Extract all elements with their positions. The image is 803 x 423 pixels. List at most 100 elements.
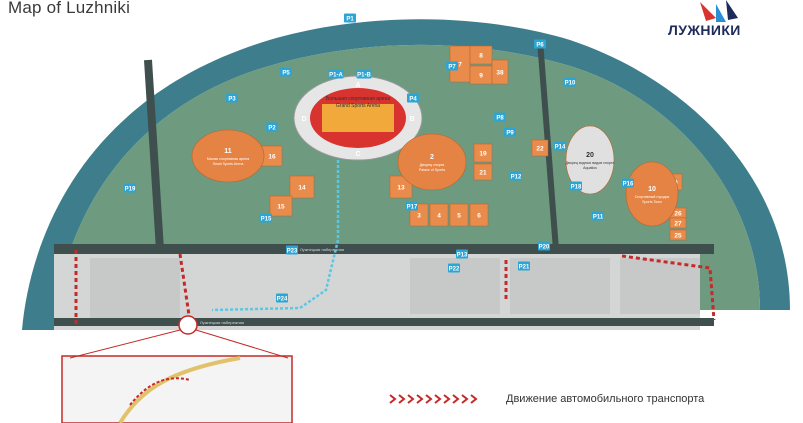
parking-badge[interactable]: P8 [494,112,506,122]
parking-badge[interactable]: P23 [286,245,298,255]
building[interactable]: 6 [469,203,489,227]
parking-label: P1-A [329,73,343,79]
building-number: 38 [496,70,504,77]
parking-badge[interactable]: P21 [518,261,530,271]
building-number: 4 [437,213,441,220]
inset-pointer [195,329,289,359]
parking-label: P3 [228,97,236,103]
traffic-route [621,254,716,321]
parking-label: P18 [571,185,582,191]
legend-chevron [407,394,415,404]
road-label-south: Лужнецкая набережная [300,247,344,252]
parking-badge[interactable]: P12 [510,171,522,181]
venue-name: Спортивный городок [635,195,670,199]
building-number: 22 [536,146,544,153]
parking-label: P9 [506,131,514,137]
building-group: 7893834561716121314151921222526272829 [233,45,687,241]
parking-badge[interactable]: P1-B [356,69,372,79]
venue-subname: Sports Town [642,200,662,204]
building[interactable]: 19 [473,143,493,163]
venue-number: 20 [586,152,594,159]
building[interactable]: 4 [429,203,449,227]
building-number: 6 [477,213,481,220]
building-number: 26 [674,211,682,218]
parking-badge[interactable]: P17 [406,201,418,211]
parking-badge[interactable]: P14 [554,141,566,151]
building[interactable]: 38 [491,59,509,85]
road-label-north: Лужнецкая набережная [200,320,244,325]
inset-pointer [69,329,181,359]
parking-badge[interactable]: P10 [564,77,576,87]
parking-badge[interactable]: P13 [456,249,468,259]
parking-badge[interactable]: P9 [504,127,516,137]
building[interactable]: 14 [289,175,315,199]
venue-subname: Aquatics [583,166,597,170]
parking-badge[interactable]: P18 [570,181,582,191]
stadium-sector-d: D [301,116,306,123]
parking-badge[interactable]: P15 [260,213,272,223]
venue-name: Дворец спорта [420,163,445,167]
parking-badge[interactable]: P19 [124,183,136,193]
brand-mark-icon [700,0,738,22]
venue-number: 2 [430,154,434,161]
parking-badge[interactable]: P1-A [328,69,344,79]
venue-subname: Palace of Sports [419,168,446,172]
stadium-sector-a: A [355,82,360,89]
parking-badge[interactable]: P1 [344,13,356,23]
building-number: 14 [298,185,306,192]
parking-badge[interactable]: P7 [446,61,458,71]
inset-focus-circle [178,315,198,335]
parking-badge[interactable]: P16 [622,178,634,188]
parking-badge[interactable]: P22 [448,263,460,273]
building[interactable]: 13 [389,175,413,199]
road-lower [54,318,714,326]
parking-badge[interactable]: P3 [226,93,238,103]
legend-chevron [416,394,424,404]
building[interactable]: 15 [269,195,293,217]
building[interactable]: 8 [469,45,493,65]
parking-label: P1-B [357,73,371,79]
legend-chevron [470,394,478,404]
inset-map [61,355,293,423]
inset-road [118,356,241,423]
city-block [90,258,180,318]
legend-chevron [452,394,460,404]
building[interactable]: 21 [473,163,493,181]
building-number: 8 [479,53,483,60]
parking-badge[interactable]: P11 [592,211,604,221]
building[interactable]: 22 [531,139,549,157]
stadium-sector-b: B [409,116,414,123]
parking-badge[interactable]: P5 [280,67,292,77]
building[interactable]: 9 [469,65,493,85]
parking-label: P19 [125,187,136,193]
building[interactable]: 25 [669,229,687,241]
parking-label: P5 [282,71,290,77]
walking-path [211,160,340,312]
stadium-subname: Grand Sports Arena [336,103,380,109]
building-number: 27 [674,221,682,228]
building-number: 7 [458,62,462,69]
parking-badge[interactable]: P2 [266,122,278,132]
city-block [620,258,700,314]
parking-badge[interactable]: P6 [534,39,546,49]
parking-badge[interactable]: P4 [407,93,419,103]
parking-label: P21 [519,265,530,271]
building[interactable]: 5 [449,203,469,227]
parking-badge[interactable]: P20 [538,241,550,251]
building[interactable]: 16 [261,145,283,167]
parking-label: P23 [287,249,298,255]
parking-badge[interactable]: P24 [276,293,288,303]
stadium-sector-c: C [355,151,360,158]
building[interactable]: 27 [669,217,687,229]
venue-number: 11 [224,148,232,155]
building-number: 9 [479,73,483,80]
venue-number: 10 [648,186,656,193]
grand-sports-arena[interactable]: Большая спортивная арена Grand Sports Ar… [293,75,423,161]
